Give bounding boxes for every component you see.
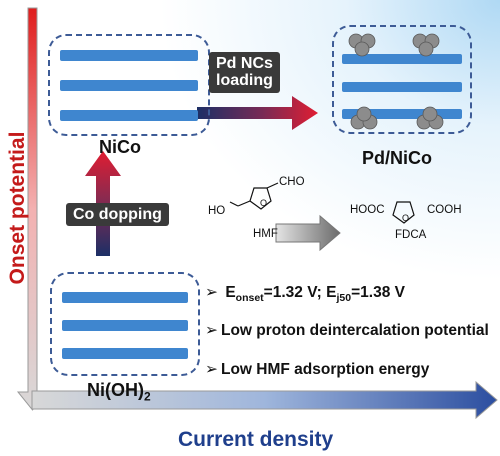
nico-box: [48, 34, 210, 136]
bullet-marker-1: ➢: [205, 284, 218, 301]
nico-layers: [60, 50, 198, 121]
nioh2-layers: [62, 292, 188, 359]
loading-arrow: [197, 96, 318, 130]
bullet-marker-3: ➢: [205, 361, 218, 378]
bullet-deintercalation: ➢Low proton deintercalation potential: [205, 322, 489, 339]
pdnico-label: Pd/NiCo: [362, 148, 432, 168]
bullet-adsorption: ➢Low HMF adsorption energy: [205, 361, 430, 378]
y-axis-label: Onset potential: [6, 131, 29, 285]
reaction-arrow: [275, 214, 341, 252]
pdnico-box: [332, 25, 472, 134]
hmf-group-cho: CHO: [279, 176, 305, 188]
fdca-group-right: COOH: [427, 204, 462, 216]
nioh2-label: Ni(OH)2: [87, 380, 151, 404]
svg-text:O: O: [402, 213, 409, 223]
hmf-structure: O: [229, 182, 279, 210]
nico-label: NiCo: [99, 137, 141, 157]
nioh2-box: [50, 272, 200, 376]
fdca-group-left: HOOC: [350, 204, 385, 216]
x-axis-arrow: [31, 380, 498, 420]
svg-text:O: O: [260, 198, 267, 208]
x-axis-label: Current density: [178, 428, 334, 451]
doping-label: Co dopping: [66, 203, 169, 227]
pdnico-structure: [342, 33, 462, 130]
bullet-marker-2: ➢: [205, 322, 218, 339]
hmf-label: HMF: [253, 228, 278, 240]
fdca-label: FDCA: [395, 229, 427, 241]
hmf-group-oh: HO: [208, 205, 226, 217]
fdca-structure: O: [392, 201, 415, 224]
bullet-potentials: ➢ Eonset=1.32 V; Ej50=1.38 V: [205, 284, 405, 305]
